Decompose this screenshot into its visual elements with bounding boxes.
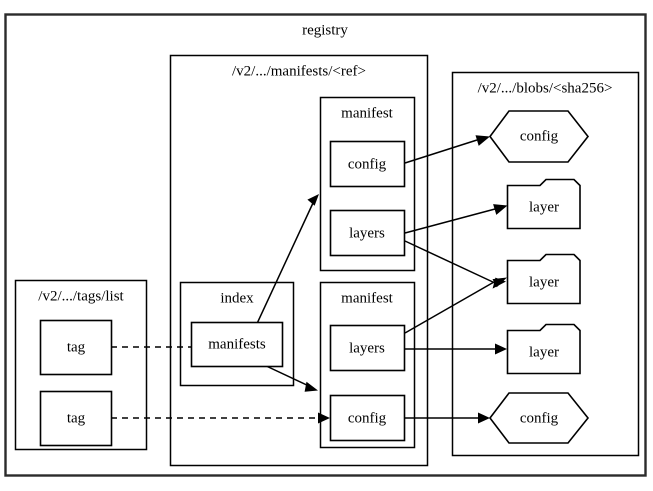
node-manifests[interactable]: manifests — [190, 321, 284, 368]
cluster-blobs — [451, 71, 640, 457]
edge-manifests-to-manifest1 — [253, 194, 319, 331]
node-blob-layer-2-label: layer — [529, 274, 559, 290]
edge-manifests-to-manifest2 — [261, 363, 318, 392]
node-manifest2-layers[interactable]: layers — [329, 324, 406, 372]
node-manifest2-config-label: config — [348, 410, 387, 426]
node-manifest1-config-label: config — [348, 156, 387, 172]
node-blob-layer-3[interactable]: layer — [506, 323, 581, 375]
cluster-index — [179, 281, 295, 387]
node-manifests-label: manifests — [208, 336, 266, 352]
cluster-index-label: index — [220, 290, 254, 306]
node-blob-layer-1[interactable]: layer — [506, 178, 581, 230]
node-blob-layer-3-label: layer — [529, 344, 559, 360]
cluster-registry-label: registry — [302, 22, 348, 38]
node-blob-config-2-label: config — [520, 410, 559, 426]
cluster-tags-list — [14, 279, 148, 451]
node-manifest1-layers[interactable]: layers — [329, 209, 406, 257]
node-tag-1-label: tag — [67, 339, 86, 355]
node-blob-config-1-label: config — [520, 128, 559, 144]
node-manifest1-layers-label: layers — [349, 225, 385, 241]
cluster-manifest-1-label: manifest — [341, 105, 393, 121]
cluster-blobs-label: /v2/.../blobs/<sha256> — [478, 80, 613, 96]
cluster-manifest-2 — [319, 281, 416, 449]
cluster-manifests — [169, 54, 429, 467]
node-tag-2-label: tag — [67, 410, 86, 426]
node-blob-layer-2[interactable]: layer — [506, 253, 581, 305]
node-manifest2-config[interactable]: config — [329, 394, 406, 442]
node-blob-layer-1-label: layer — [529, 199, 559, 215]
edge-m1config-to-blob-config1 — [404, 135, 490, 164]
node-blob-config-2[interactable]: config — [488, 392, 590, 444]
edge-m2layers-to-blob-layer3 — [405, 343, 507, 355]
node-manifest1-config[interactable]: config — [329, 140, 406, 188]
node-tag-2[interactable]: tag — [39, 390, 113, 447]
cluster-manifest-1 — [319, 96, 416, 272]
cluster-manifests-label: /v2/.../manifests/<ref> — [232, 63, 366, 79]
cluster-tags-list-label: /v2/.../tags/list — [38, 288, 124, 304]
edge-m2config-to-blob-config2 — [405, 412, 490, 424]
edge-m2layers-to-blob-layer2 — [404, 277, 507, 334]
node-manifest2-layers-label: layers — [349, 340, 385, 356]
edge-m1layers-to-blob-layer1 — [404, 204, 508, 234]
edge-tag2-to-manifest2-config — [111, 412, 330, 424]
node-blob-config-1[interactable]: config — [489, 110, 590, 163]
node-tag-1[interactable]: tag — [39, 319, 113, 376]
cluster-manifest-2-label: manifest — [341, 290, 393, 306]
